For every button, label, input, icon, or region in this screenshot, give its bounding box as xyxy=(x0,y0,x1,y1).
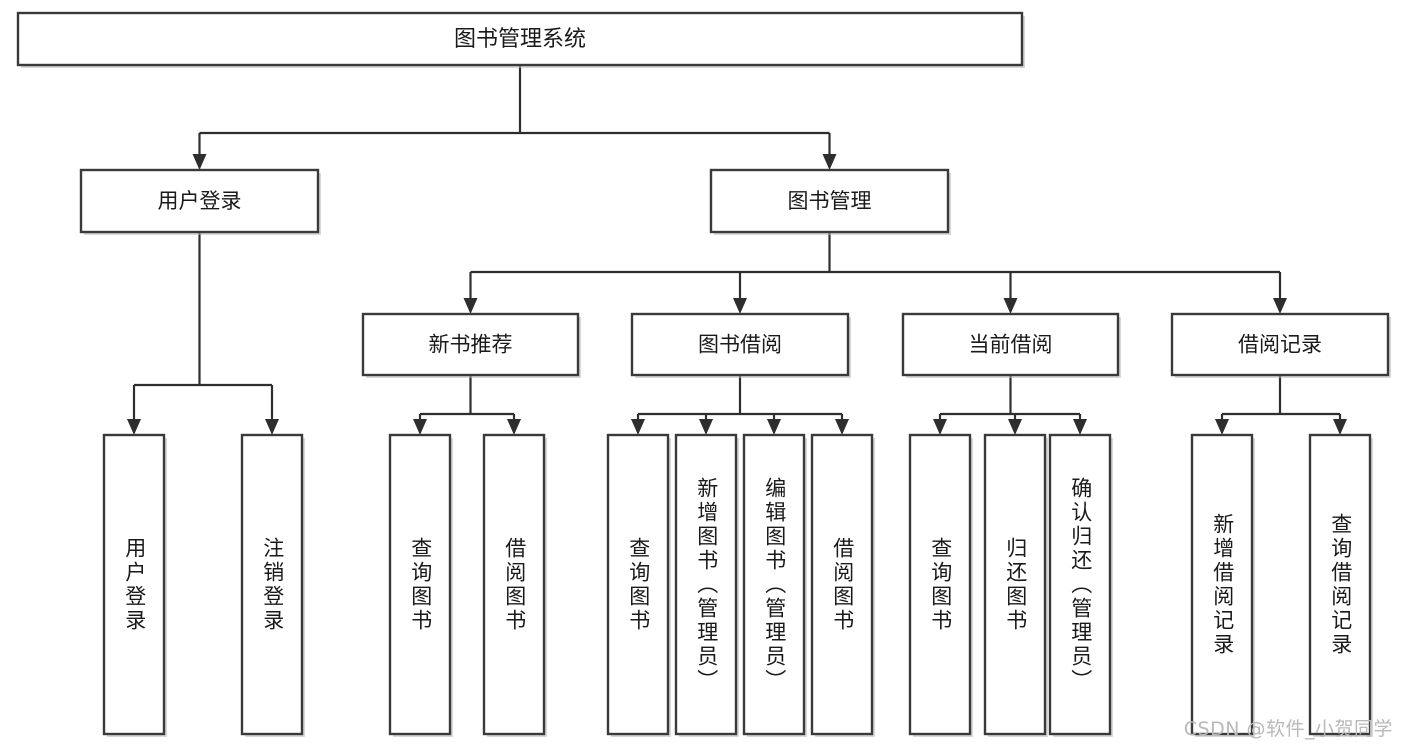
node-leaf-box-book_borrow-1[interactable] xyxy=(674,433,738,736)
level1-to-level2-branch-3-arrowhead xyxy=(1273,298,1287,314)
node-level2-label-1: 图书借阅 xyxy=(698,333,782,357)
leaf-borrow_record-branch-0-arrowhead xyxy=(1215,419,1229,435)
node-level1-label-0: 用户登录 xyxy=(158,189,242,213)
node-leaf-box-new_book_recommend-1[interactable] xyxy=(482,433,546,736)
leaf-new_book_recommend-branch-1-arrowhead xyxy=(507,419,521,435)
node-level1-label-1: 图书管理 xyxy=(788,189,872,213)
connectors-layer xyxy=(127,65,1347,435)
node-level2-box-3[interactable] xyxy=(1170,312,1390,377)
leaf-current_borrow-branch-1-arrowhead xyxy=(1008,419,1022,435)
leaf-book_borrow-branch-3-arrowhead xyxy=(835,419,849,435)
leaf-current_borrow-branch-2-arrowhead xyxy=(1073,419,1087,435)
node-leaf-box-current_borrow-1[interactable] xyxy=(983,433,1047,736)
node-leaf-box-borrow_record-1[interactable] xyxy=(1308,433,1372,736)
leaf-book_borrow-branch-1-arrowhead xyxy=(699,419,713,435)
leaf-user_login-branch-1-arrowhead xyxy=(265,419,279,435)
leaf-new_book_recommend-branch-0-arrowhead xyxy=(413,419,427,435)
node-level1-box-1[interactable] xyxy=(709,168,950,234)
node-leaf-box-user_login-0[interactable] xyxy=(102,433,166,736)
node-level2-label-0: 新书推荐 xyxy=(429,333,513,357)
node-leaf-box-current_borrow-2[interactable] xyxy=(1048,433,1112,736)
csdn-watermark: CSDN @软件_小贺同学 xyxy=(1183,718,1393,740)
node-level2-label-3: 借阅记录 xyxy=(1238,333,1322,357)
node-level2-box-0[interactable] xyxy=(361,312,580,377)
node-leaf-box-current_borrow-0[interactable] xyxy=(908,433,972,736)
root-to-level1-branch-1-arrowhead xyxy=(822,154,837,170)
level1-to-level2-branch-2-arrowhead xyxy=(1003,298,1018,314)
node-leaf-box-user_login-1[interactable] xyxy=(240,433,304,736)
node-leaf-box-book_borrow-2[interactable] xyxy=(742,433,806,736)
node-root-label: 图书管理系统 xyxy=(454,27,586,52)
leaf-current_borrow-branch-0-arrowhead xyxy=(933,419,947,435)
node-leaf-box-book_borrow-3[interactable] xyxy=(810,433,874,736)
node-leaf-box-borrow_record-0[interactable] xyxy=(1190,433,1254,736)
node-leaf-box-new_book_recommend-0[interactable] xyxy=(388,433,452,736)
leaf-borrow_record-branch-1-arrowhead xyxy=(1333,419,1347,435)
root-to-level1-branch-0-arrowhead xyxy=(192,154,207,170)
leaf-book_borrow-branch-0-arrowhead xyxy=(631,419,645,435)
level1-to-level2-branch-1-arrowhead xyxy=(733,298,747,314)
level1-to-level2-branch-0-arrowhead xyxy=(463,298,478,314)
node-level1-box-0[interactable] xyxy=(79,168,320,234)
node-root-box[interactable] xyxy=(16,11,1024,67)
boxes-layer xyxy=(16,11,1391,737)
leaf-user_login-branch-0-arrowhead xyxy=(127,419,141,435)
leaf-book_borrow-branch-2-arrowhead xyxy=(767,419,781,435)
node-leaf-box-book_borrow-0[interactable] xyxy=(606,433,670,736)
node-level2-box-2[interactable] xyxy=(901,312,1120,377)
node-level2-box-1[interactable] xyxy=(630,312,850,377)
node-level2-label-2: 当前借阅 xyxy=(969,333,1053,357)
